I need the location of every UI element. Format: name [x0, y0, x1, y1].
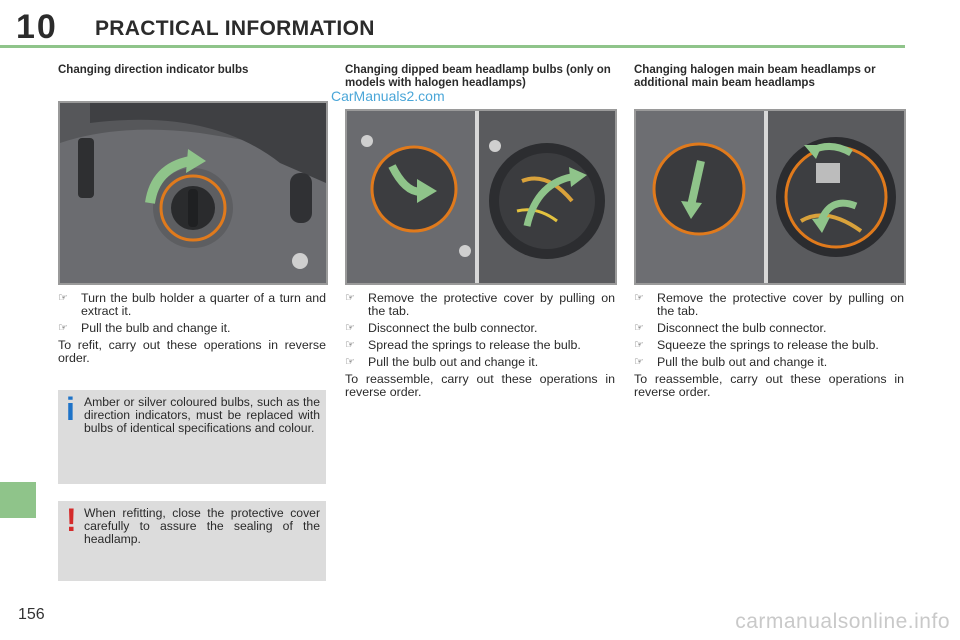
chapter-title: PRACTICAL INFORMATION [95, 17, 375, 40]
hand-pointer-icon: ☞ [634, 356, 644, 368]
list-item: ☞Spread the springs to release the bulb. [345, 338, 581, 352]
list-item: ☞Remove the protective cover by pulling … [634, 291, 904, 318]
section2-title: Changing dipped beam headlamp bulbs (onl… [345, 64, 611, 89]
info-icon: i [66, 391, 75, 427]
section3-note: To reassemble, carry out these operation… [634, 372, 904, 399]
section2-note: To reassemble, carry out these operation… [345, 372, 615, 399]
warning-icon: ! [66, 502, 77, 538]
hand-pointer-icon: ☞ [345, 356, 355, 368]
hand-pointer-icon: ☞ [345, 339, 355, 351]
hand-pointer-icon: ☞ [634, 292, 644, 304]
section1-body: ☞Turn the bulb holder a quarter of a tur… [58, 292, 326, 365]
watermark-bottom: carmanualsonline.info [735, 610, 950, 633]
direction-indicator-photo [58, 101, 328, 285]
list-item: ☞Pull the bulb out and change it. [345, 355, 539, 369]
section3-title: Changing halogen main beam headlamps or … [634, 64, 876, 89]
hand-pointer-icon: ☞ [58, 292, 68, 304]
list-item: ☞Remove the protective cover by pulling … [345, 291, 615, 318]
chapter-side-tab [0, 482, 36, 518]
page-number: 156 [18, 606, 45, 623]
watermark-top: CarManuals2.com [331, 88, 445, 104]
list-item: ☞Disconnect the bulb connector. [634, 321, 827, 335]
section1-title: Changing direction indicator bulbs [58, 64, 249, 76]
info-box: i Amber or silver coloured bulbs, such a… [58, 390, 326, 484]
hand-pointer-icon: ☞ [345, 292, 355, 304]
section1-note: To refit, carry out these operations in … [58, 338, 326, 365]
warning-box-text: When refitting, close the protective cov… [84, 506, 320, 546]
section2-body: ☞Remove the protective cover by pulling … [345, 292, 615, 399]
list-item: ☞Disconnect the bulb connector. [345, 321, 538, 335]
main-beam-photo [634, 109, 906, 285]
list-item: ☞Turn the bulb holder a quarter of a tur… [58, 291, 326, 318]
warning-box: ! When refitting, close the protective c… [58, 501, 326, 581]
hand-pointer-icon: ☞ [634, 322, 644, 334]
hand-pointer-icon: ☞ [58, 322, 68, 334]
section3-body: ☞Remove the protective cover by pulling … [634, 292, 904, 399]
info-box-text: Amber or silver coloured bulbs, such as … [84, 395, 320, 435]
chapter-number: 10 [16, 8, 58, 46]
list-item: ☞Pull the bulb out and change it. [634, 355, 828, 369]
header-rule [0, 45, 905, 48]
list-item: ☞Pull the bulb and change it. [58, 321, 231, 335]
dipped-beam-photo [345, 109, 617, 285]
hand-pointer-icon: ☞ [634, 339, 644, 351]
list-item: ☞Squeeze the springs to release the bulb… [634, 338, 879, 352]
hand-pointer-icon: ☞ [345, 322, 355, 334]
